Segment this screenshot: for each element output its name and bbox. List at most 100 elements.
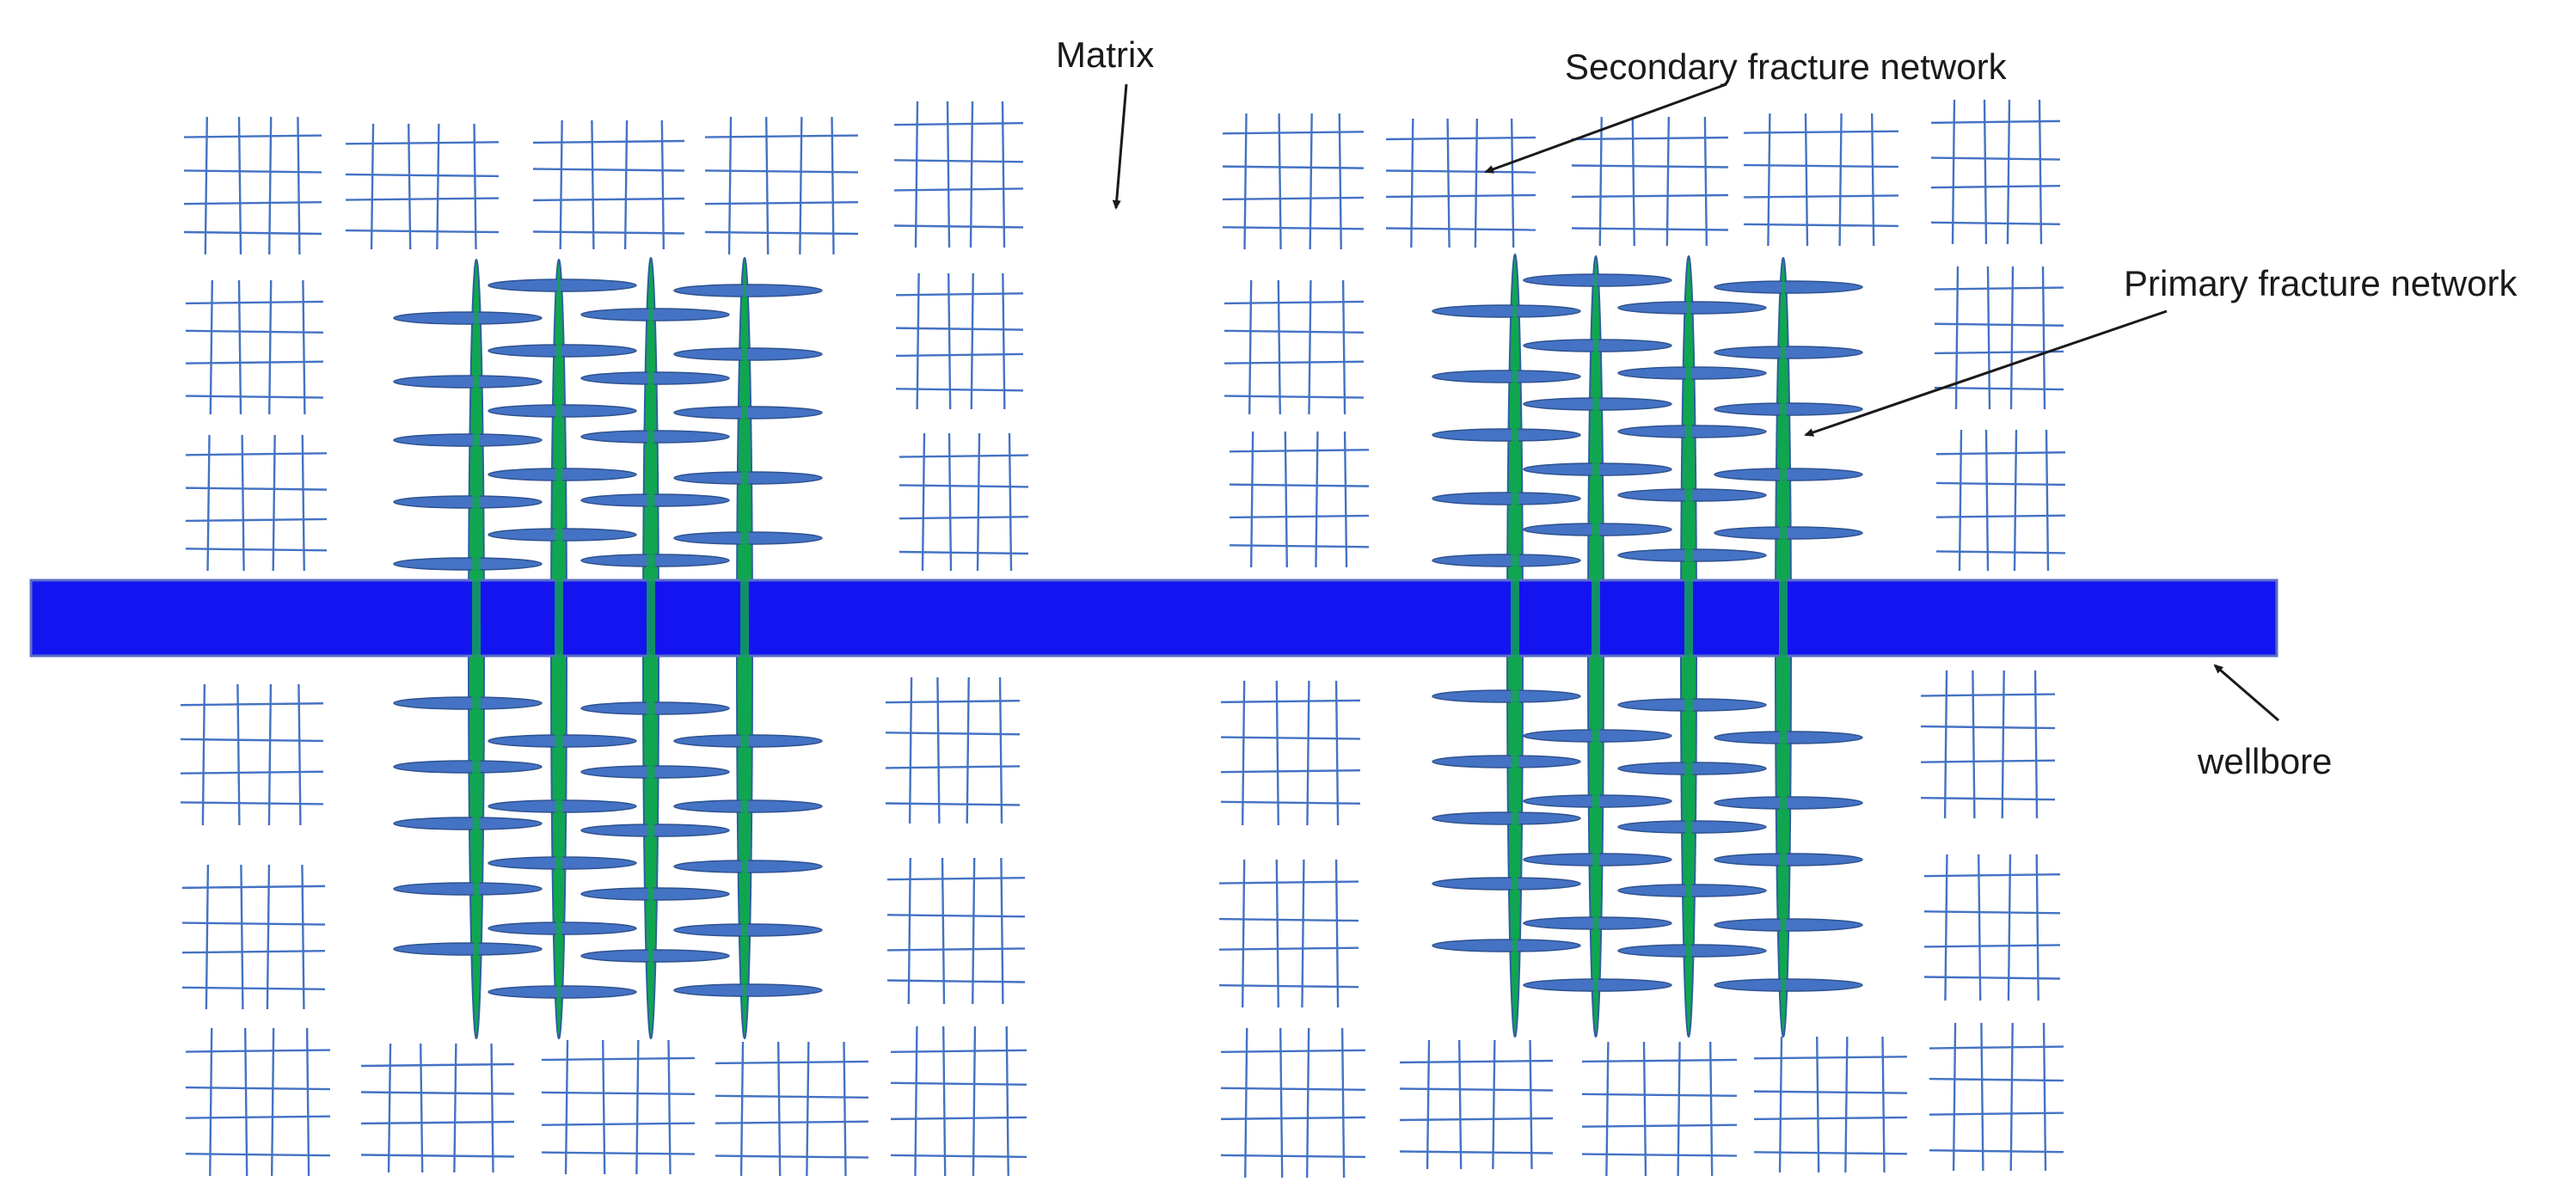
matrix-grid-line xyxy=(1275,680,1279,826)
matrix-grid-line xyxy=(541,1091,696,1096)
matrix-grid-line xyxy=(205,864,210,1010)
matrix-grid-line xyxy=(1220,1087,1366,1092)
primary-fracture-stem xyxy=(1779,263,1788,1032)
matrix-grid-line xyxy=(1631,116,1635,247)
matrix-grid-line xyxy=(1458,1039,1463,1170)
secondary-fracture xyxy=(393,760,543,774)
secondary-fracture xyxy=(1432,939,1581,952)
matrix-grid-line xyxy=(181,885,326,890)
matrix-grid-line xyxy=(1218,880,1359,885)
matrix-grid-line xyxy=(1277,279,1281,415)
secondary-fracture xyxy=(580,493,730,507)
matrix-block xyxy=(180,683,324,826)
matrix-grid-line xyxy=(2038,99,2043,245)
primary-fracture-stem xyxy=(1684,261,1693,1032)
matrix-grid-line xyxy=(1677,1041,1681,1177)
matrix-grid-line xyxy=(268,116,273,255)
matrix-grid-line xyxy=(370,123,375,250)
matrix-grid-line xyxy=(899,484,1029,488)
matrix-grid-line xyxy=(1306,680,1310,826)
matrix-grid-line xyxy=(831,116,835,255)
matrix-grid-line xyxy=(1743,194,1899,199)
matrix-grid-line xyxy=(1426,1039,1431,1170)
matrix-grid-line xyxy=(360,1091,515,1095)
matrix-grid-line xyxy=(942,1026,947,1177)
matrix-grid-line xyxy=(704,169,859,174)
matrix-grid-line xyxy=(899,516,1029,520)
matrix-grid-line xyxy=(267,683,273,826)
matrix-grid-line xyxy=(1980,1022,1984,1172)
matrix-grid-line xyxy=(843,1041,847,1177)
matrix-grid-line xyxy=(1279,1027,1284,1179)
matrix-grid-line xyxy=(345,229,500,234)
matrix-grid-line xyxy=(1934,286,2064,291)
matrix-grid-line xyxy=(185,1153,331,1157)
matrix-grid-line xyxy=(1954,266,1960,410)
matrix-grid-line xyxy=(1983,99,1988,245)
matrix-grid-line xyxy=(886,877,1026,881)
secondary-fracture xyxy=(580,430,730,444)
matrix-grid-line xyxy=(1930,119,2061,125)
secondary-fracture xyxy=(1432,554,1581,567)
matrix-grid-line xyxy=(1743,130,1899,134)
matrix-grid-line xyxy=(1399,1117,1554,1122)
matrix-grid-line xyxy=(899,454,1029,458)
matrix-grid-line xyxy=(885,802,1021,806)
matrix-grid-blocks xyxy=(180,99,2066,1179)
secondary-fracture xyxy=(673,347,823,361)
matrix-grid-line xyxy=(893,224,1024,229)
secondary-fracture xyxy=(1432,370,1581,383)
matrix-grid-line xyxy=(1385,193,1536,199)
matrix-grid-line xyxy=(244,1027,248,1177)
secondary-fracture xyxy=(393,817,543,830)
matrix-block xyxy=(181,864,326,1010)
matrix-grid-line xyxy=(1943,670,1948,819)
matrix-grid-line xyxy=(1222,226,1365,230)
matrix-block xyxy=(532,119,685,250)
matrix-grid-line xyxy=(1334,859,1340,1008)
matrix-block xyxy=(185,1027,331,1177)
secondary-fracture xyxy=(1617,366,1767,380)
secondary-fracture xyxy=(580,554,730,567)
matrix-grid-line xyxy=(1934,322,2064,327)
matrix-grid-line xyxy=(302,279,306,415)
matrix-grid-line xyxy=(1284,431,1288,568)
matrix-grid-line xyxy=(946,101,951,248)
matrix-grid-line xyxy=(1000,857,1004,1005)
secondary-fracture xyxy=(1714,526,1863,540)
matrix-grid-line xyxy=(1492,1039,1496,1170)
matrix-block xyxy=(1224,279,1365,415)
matrix-grid-line xyxy=(2013,429,2018,572)
matrix-grid-line xyxy=(181,949,326,954)
matrix-grid-line xyxy=(886,979,1026,983)
matrix-grid-line xyxy=(185,548,328,552)
matrix-grid-line xyxy=(1920,759,2056,763)
matrix-grid-line xyxy=(297,116,301,255)
secondary-fracture xyxy=(580,701,730,715)
matrix-grid-line xyxy=(899,550,1029,555)
matrix-grid-line xyxy=(1753,1056,1908,1060)
matrix-grid-line xyxy=(1222,131,1365,135)
matrix-block xyxy=(715,1041,869,1177)
secondary-fracture xyxy=(488,404,637,418)
secondary-fracture xyxy=(393,311,543,325)
secondary-fracture xyxy=(393,557,543,571)
matrix-grid-line xyxy=(1598,116,1603,247)
matrix-grid-line xyxy=(1571,136,1729,141)
matrix-grid-line xyxy=(660,119,665,250)
secondary-fracture xyxy=(393,433,543,447)
matrix-grid-line xyxy=(1844,1036,1849,1173)
matrix-grid-line xyxy=(1399,1059,1554,1064)
matrix-grid-line xyxy=(1529,1039,1533,1170)
secondary-fracture xyxy=(1432,689,1581,703)
matrix-grid-line xyxy=(890,1081,1027,1087)
matrix-grid-line xyxy=(183,201,322,205)
matrix-block xyxy=(1399,1039,1554,1170)
matrix-grid-line xyxy=(1709,1041,1714,1177)
matrix-grid-line xyxy=(2035,854,2039,1001)
secondary-fracture xyxy=(1714,978,1863,992)
matrix-grid-line xyxy=(1218,917,1359,922)
secondary-fracture xyxy=(1714,853,1863,866)
matrix-grid-line xyxy=(241,434,245,572)
matrix-grid-line xyxy=(185,300,324,305)
